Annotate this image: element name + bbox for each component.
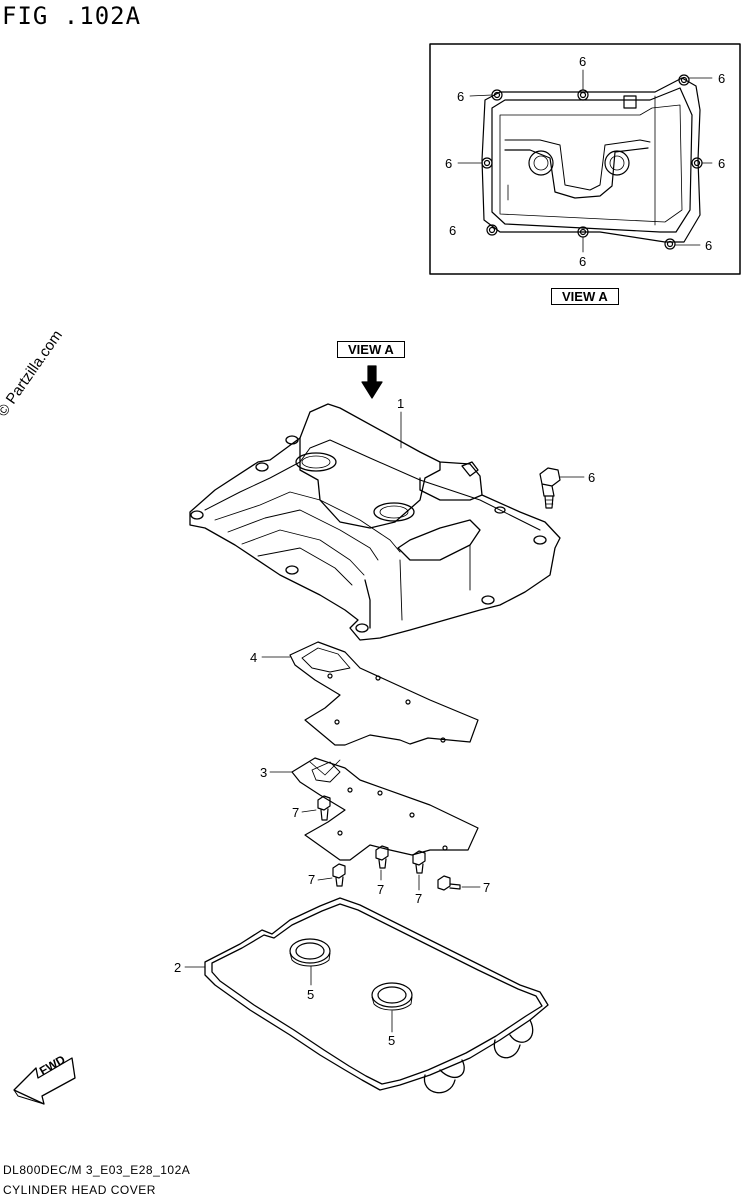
callout-part-2: 2 (174, 960, 182, 975)
callout-part-5: 5 (388, 1033, 396, 1048)
view-a-callout-6: 6 (579, 54, 587, 69)
bolt-part-6 (539, 467, 585, 509)
view-a-pointer-tag: VIEW A (337, 341, 405, 358)
view-a-callout-6: 6 (449, 223, 457, 238)
view-a-callout-6: 6 (718, 71, 726, 86)
callout-part-5: 5 (307, 987, 315, 1002)
callout-part-6: 6 (588, 470, 596, 485)
seal-rings-part-5 (289, 938, 413, 1033)
cover-gasket-part-2 (184, 897, 549, 1094)
callout-part-7: 7 (377, 882, 385, 897)
callout-part-7: 7 (483, 880, 491, 895)
cylinder-head-cover (189, 403, 561, 641)
view-a-callout-6: 6 (705, 238, 713, 253)
view-a-tag: VIEW A (551, 288, 619, 305)
callout-part-7: 7 (415, 891, 423, 906)
callout-part-3: 3 (260, 765, 268, 780)
callout-part-7: 7 (292, 805, 300, 820)
figure-title: FIG .102A (2, 2, 142, 30)
callout-part-4: 4 (250, 650, 258, 665)
view-a-frame (429, 43, 741, 275)
callout-part-7: 7 (308, 872, 316, 887)
view-a-callout-6: 6 (579, 254, 587, 269)
gasket-part-4 (261, 641, 479, 746)
view-a-callout-6: 6 (718, 156, 726, 171)
callout-part-1: 1 (397, 396, 405, 411)
view-a-callout-6: 6 (457, 89, 465, 104)
fwd-arrow-icon (13, 1057, 76, 1105)
view-a-cover-underside (481, 77, 701, 243)
figure-code: DL800DEC/M 3_E03_E28_102A (3, 1163, 191, 1177)
figure-caption: CYLINDER HEAD COVER (3, 1183, 156, 1197)
view-a-leader-lines (457, 69, 713, 253)
bolts-part-7 (301, 795, 481, 891)
view-a-arrow (361, 365, 383, 399)
view-a-bolt-holes (481, 74, 703, 250)
plate-part-3 (269, 757, 479, 861)
view-a-callout-6: 6 (445, 156, 453, 171)
